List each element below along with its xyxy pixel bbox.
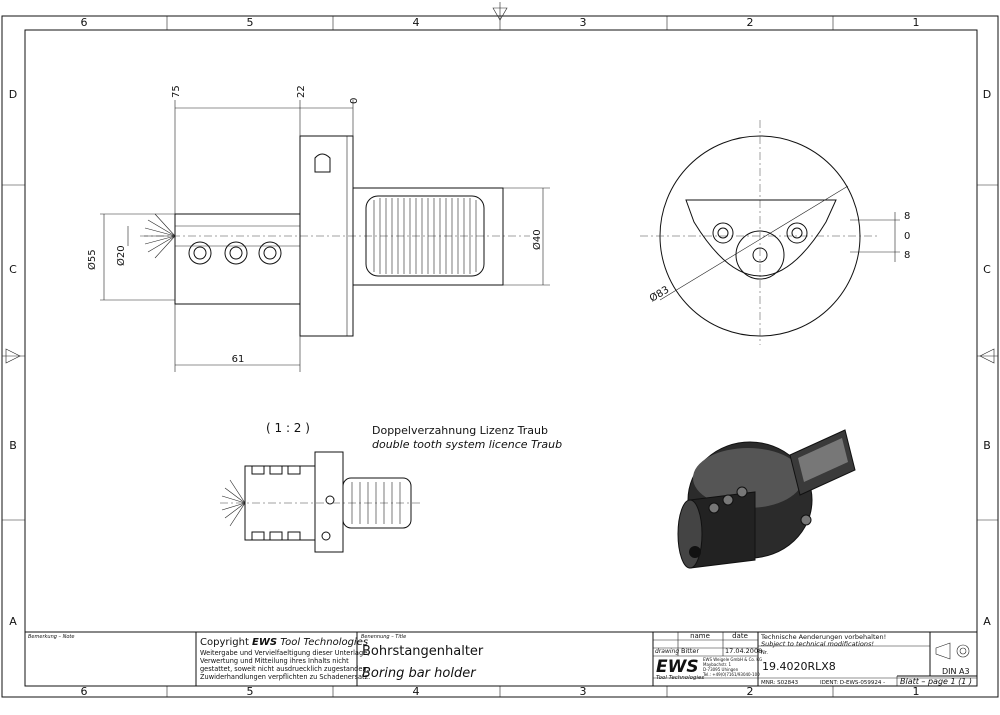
front-view: 8 0 8 Ø83 xyxy=(640,120,910,345)
row-drawing-label: drawing xyxy=(655,648,679,655)
ews-logo-sub: Tool Technologies xyxy=(656,675,704,681)
col-label: 4 xyxy=(413,16,420,29)
dim-61: 61 xyxy=(232,354,245,365)
ews-logo: EWS xyxy=(656,657,699,677)
company-line: EWS Weigele GmbH & Co. KG xyxy=(703,657,762,662)
col-label: 1 xyxy=(913,685,920,698)
grid-rows: D C B A D C B A xyxy=(2,88,998,628)
col-label: 5 xyxy=(247,685,254,698)
company-line: Maybachstr. 1 xyxy=(703,662,731,667)
copyright-suffix: Tool Technologies xyxy=(277,637,368,648)
ident: IDENT: D-EWS-059924 - xyxy=(820,680,885,686)
drawn-by: Bitter xyxy=(681,647,699,655)
outer-frame xyxy=(1,15,999,698)
dim-d55: Ø55 xyxy=(86,249,98,270)
row-label: C xyxy=(9,263,17,276)
nr-label: Nr. xyxy=(761,650,768,656)
dim-22: 22 xyxy=(296,85,307,98)
title-de: Bohrstangenhalter xyxy=(362,644,484,659)
row-label: C xyxy=(983,263,991,276)
dim-8-bottom: 8 xyxy=(904,250,910,261)
row-label: A xyxy=(9,615,17,628)
modification-de: Technische Aenderungen vorbehalten! xyxy=(760,633,886,641)
col-label: 3 xyxy=(580,685,587,698)
drawn-date: 17.04.2008 xyxy=(725,647,762,655)
remark-label: Bemerkung – Note xyxy=(28,634,74,640)
row-label: A xyxy=(983,615,991,628)
grid-columns-bottom: 6 5 4 3 2 1 xyxy=(81,685,920,698)
dim-d83: Ø83 xyxy=(647,284,671,305)
row-label: B xyxy=(9,439,17,452)
company-line: Tel.: +49(0)7161/93040-100 xyxy=(702,672,760,677)
scale-label: ( 1 : 2 ) xyxy=(266,421,310,435)
part-number: 19.4020RLX8 xyxy=(762,660,836,673)
note-de: Doppelverzahnung Lizenz Traub xyxy=(372,424,548,437)
col-date-header: date xyxy=(732,632,748,640)
mnr: MNR: S02843 xyxy=(761,680,799,686)
isometric-view xyxy=(677,429,856,569)
paper-format: DIN A3 xyxy=(942,667,970,676)
modification-en: Subject to technical modifications! xyxy=(761,640,874,648)
note-en: double tooth system licence Traub xyxy=(372,438,562,451)
title-label: Benennung – Title xyxy=(361,634,406,640)
legal-line: Zuwiderhandlungen verpflichten zu Schade… xyxy=(200,673,370,681)
company-line: D-73095 Uhingen xyxy=(703,667,739,672)
copyright-line: Copyright EWS Tool Technologies xyxy=(200,637,368,648)
col-label: 2 xyxy=(747,685,754,698)
side-view: 75 22 0 Ø55 Ø20 61 Ø40 xyxy=(86,85,550,372)
title-block: Bemerkung – Note Copyright EWS Tool Tech… xyxy=(24,631,978,687)
dim-0-centre: 0 xyxy=(904,231,910,242)
dim-75: 75 xyxy=(171,85,182,98)
col-label: 4 xyxy=(413,685,420,698)
scaled-view xyxy=(220,451,420,553)
dim-8-top: 8 xyxy=(904,211,910,222)
col-label: 5 xyxy=(247,16,254,29)
projection-symbol-icon xyxy=(935,642,970,660)
dim-d20: Ø20 xyxy=(115,245,127,266)
copyright-brand: EWS xyxy=(252,637,277,648)
copyright-prefix: Copyright xyxy=(200,637,252,648)
row-label: D xyxy=(9,88,17,101)
legal-line: Verwertung und Mitteilung ihres Inhalts … xyxy=(200,657,349,665)
col-label: 6 xyxy=(81,16,88,29)
col-label: 3 xyxy=(580,16,587,29)
inner-frame xyxy=(24,29,978,687)
col-label: 6 xyxy=(81,685,88,698)
col-label: 1 xyxy=(913,16,920,29)
dim-0: 0 xyxy=(349,98,360,104)
row-label: D xyxy=(983,88,991,101)
dim-d40: Ø40 xyxy=(531,229,543,250)
title-en: Boring bar holder xyxy=(362,666,477,681)
grid-columns-top: 6 5 4 3 2 1 xyxy=(81,2,920,30)
row-label: B xyxy=(983,439,991,452)
sheet-number: Blatt – page 1 (1 ) xyxy=(900,677,972,686)
legal-line: gestattet, soweit nicht ausdruecklich zu… xyxy=(200,665,369,673)
legal-line: Weitergabe und Vervielfaeltigung dieser … xyxy=(200,649,369,657)
col-name-header: name xyxy=(690,632,710,640)
col-label: 2 xyxy=(747,16,754,29)
